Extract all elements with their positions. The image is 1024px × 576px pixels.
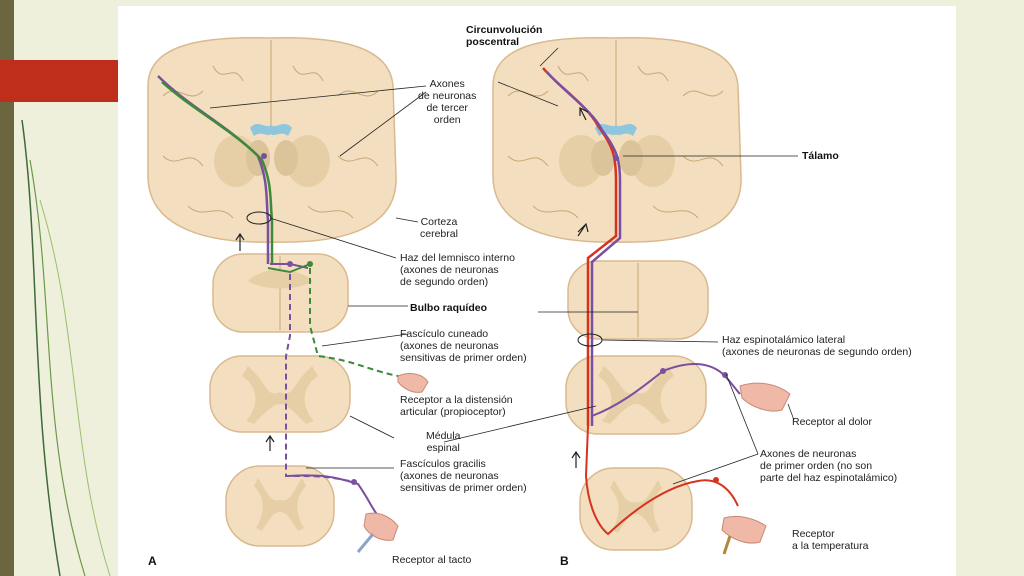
label-medula-espinal: Médula espinal xyxy=(426,430,461,454)
label-circunvolucion-poscentral: Circunvolución poscentral xyxy=(466,24,543,48)
panel-b-tracts xyxy=(542,67,741,536)
panel-a-letter: A xyxy=(148,554,157,568)
panel-a-medulla xyxy=(212,253,349,333)
slide-left-band xyxy=(0,0,14,576)
label-receptor-dolor: Receptor al dolor xyxy=(792,416,872,428)
panel-b-spinal-cord-upper xyxy=(565,355,707,435)
label-corteza-cerebral: Corteza cerebral xyxy=(420,216,458,240)
label-receptor-temperatura: Receptor a la temperatura xyxy=(792,528,869,552)
label-receptor-distension: Receptor a la distensión articular (prop… xyxy=(400,394,513,418)
label-haz-espinotalamico: Haz espinotalámico lateral (axones de ne… xyxy=(722,334,912,358)
label-fasciculo-cuneado: Fascículo cuneado (axones de neuronas se… xyxy=(400,328,527,364)
panel-a-hands xyxy=(356,373,429,553)
panel-b-spinal-cord-lower xyxy=(579,467,693,551)
label-talamo: Tálamo xyxy=(802,150,839,162)
label-axones-primer-orden: Axones de neuronas de primer orden (no s… xyxy=(760,448,898,484)
label-bulbo-raquideo: Bulbo raquídeo xyxy=(410,302,487,314)
panel-b-arrows xyxy=(571,107,589,468)
panel-a-arrows xyxy=(235,232,275,451)
panel-a-leaders xyxy=(209,85,427,469)
anatomy-figure: Axones de neuronas de tercer orden Corte… xyxy=(118,6,956,576)
label-axones-tercer-orden: Axones de neuronas de tercer orden xyxy=(418,78,477,126)
panel-b-medulla xyxy=(567,260,709,340)
panel-a-tracts xyxy=(157,75,409,519)
slide-accent-tab xyxy=(0,60,118,102)
label-haz-lemnisco: Haz del lemnisco interno (axones de neur… xyxy=(400,252,515,288)
panel-b-leaders xyxy=(443,47,798,485)
sensory-pathways-diagram xyxy=(147,37,798,555)
label-receptor-tacto: Receptor al tacto xyxy=(392,554,472,566)
panel-a-brain xyxy=(147,37,397,243)
label-fasciculos-gracilis: Fascículos gracilis (axones de neuronas … xyxy=(400,458,527,494)
panel-b-brain xyxy=(492,37,742,243)
panel-a-spinal-cord-lower xyxy=(225,465,335,547)
panel-b-letter: B xyxy=(560,554,569,568)
panel-a-spinal-cord-upper xyxy=(209,355,351,433)
panel-b-hands xyxy=(721,382,791,555)
